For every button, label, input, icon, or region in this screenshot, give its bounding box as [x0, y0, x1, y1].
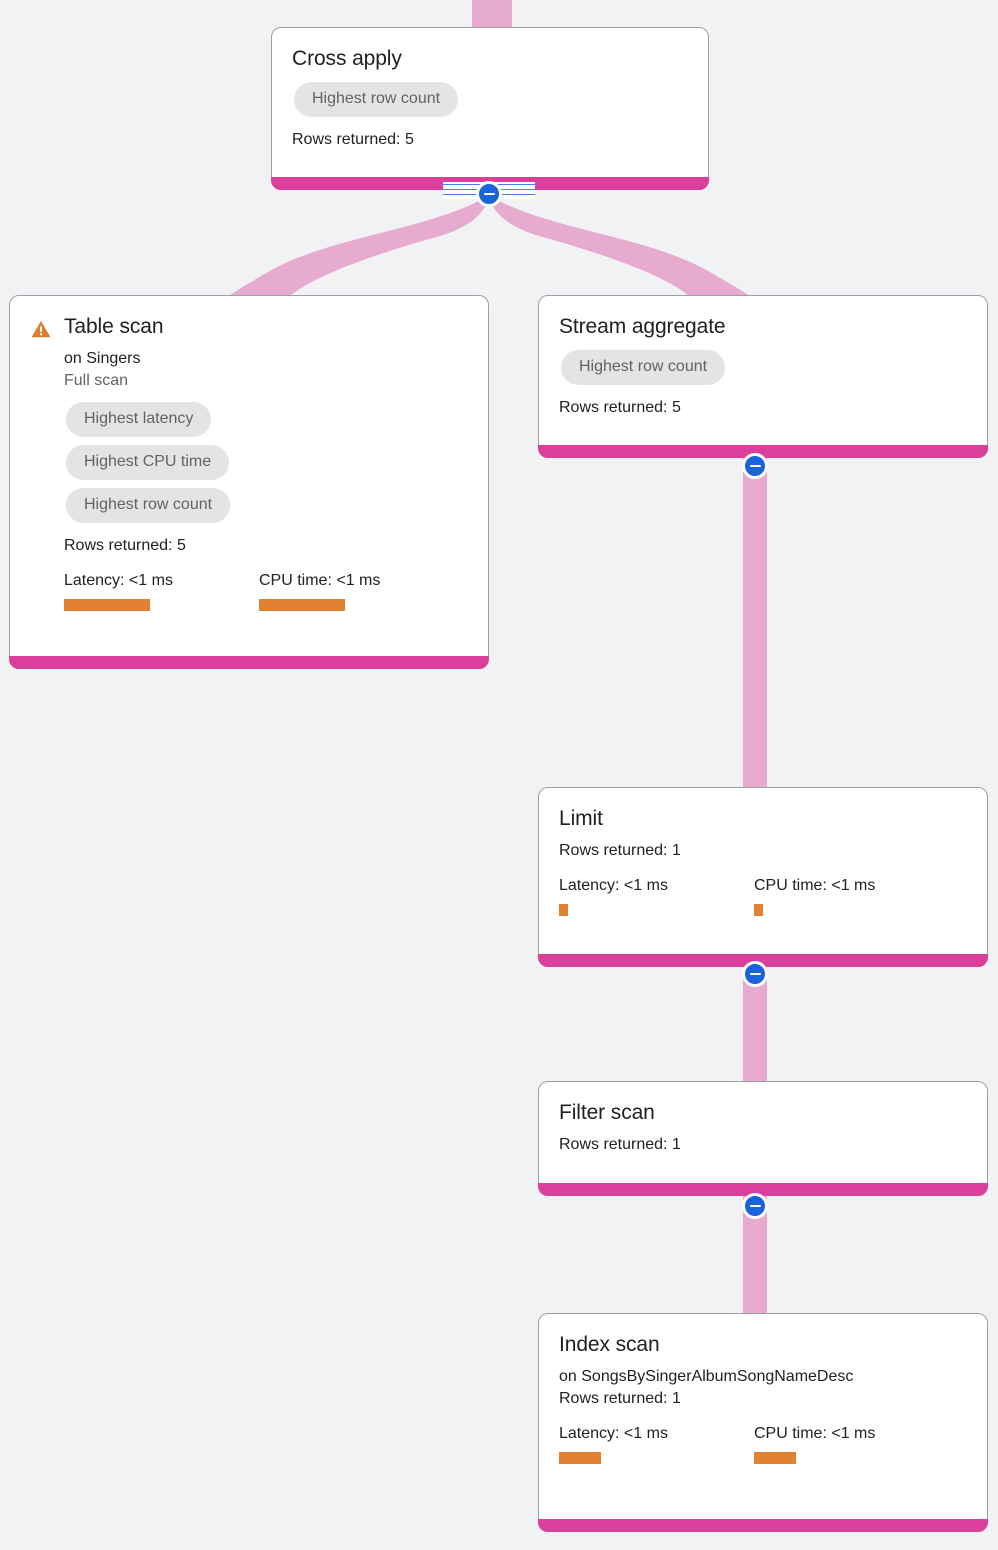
chip-highest-row-count[interactable]: Highest row count: [294, 82, 459, 117]
latency-bar: [559, 1452, 601, 1464]
cpu-label: CPU time: <1 ms: [754, 877, 876, 894]
node-title: Cross apply: [292, 47, 402, 70]
collapse-toggle-filter-scan[interactable]: [742, 1193, 768, 1219]
node-metrics: Latency: <1 ms CPU time: <1 ms: [64, 571, 468, 611]
chip-highest-row-count[interactable]: Highest row count: [561, 350, 726, 385]
node-index-scan[interactable]: Index scan on SongsBySingerAlbumSongName…: [538, 1313, 988, 1532]
node-chips: Highest latency Highest CPU time Highest…: [64, 398, 468, 527]
collapse-toggle-cross-apply[interactable]: [476, 181, 502, 207]
edge-stream-aggregate-to-limit: [743, 455, 767, 790]
chip-highest-cpu-time[interactable]: Highest CPU time: [66, 445, 230, 480]
latency-label: Latency: <1 ms: [559, 877, 668, 894]
node-header: Index scan: [559, 1332, 967, 1358]
node-header: Cross apply: [292, 46, 688, 72]
node-accent-bar: [538, 1519, 988, 1532]
node-scan-type: Full scan: [64, 372, 129, 389]
cpu-bar: [754, 904, 763, 916]
collapse-toggle-limit[interactable]: [742, 961, 768, 987]
collapse-toggle-stream-aggregate[interactable]: [742, 453, 768, 479]
node-title: Limit: [559, 807, 603, 830]
rows-returned: Rows returned: 5: [292, 131, 414, 148]
rows-returned: Rows returned: 1: [559, 842, 681, 859]
node-accent-bar: [538, 954, 988, 967]
node-header: Table scan: [30, 314, 468, 340]
node-title: Filter scan: [559, 1101, 655, 1124]
node-filter-scan[interactable]: Filter scan Rows returned: 1: [538, 1081, 988, 1196]
node-target: on SongsBySingerAlbumSongNameDesc: [559, 1368, 854, 1385]
node-accent-bar: [9, 656, 489, 669]
cpu-metric: CPU time: <1 ms: [754, 876, 875, 916]
latency-label: Latency: <1 ms: [64, 572, 173, 589]
node-limit[interactable]: Limit Rows returned: 1 Latency: <1 ms CP…: [538, 787, 988, 967]
cpu-bar: [259, 599, 345, 611]
chip-highest-latency[interactable]: Highest latency: [66, 402, 212, 437]
node-cross-apply[interactable]: Cross apply Highest row count Rows retur…: [271, 27, 709, 190]
node-header: Filter scan: [559, 1100, 967, 1126]
rows-returned: Rows returned: 1: [559, 1136, 681, 1153]
node-table-scan[interactable]: Table scan on Singers Full scan Highest …: [9, 295, 489, 669]
latency-metric: Latency: <1 ms: [559, 876, 754, 916]
node-title: Stream aggregate: [559, 315, 726, 338]
latency-bar: [559, 904, 568, 916]
node-target: on Singers: [64, 350, 141, 367]
latency-metric: Latency: <1 ms: [559, 1424, 754, 1464]
node-metrics: Latency: <1 ms CPU time: <1 ms: [559, 1424, 967, 1464]
rows-returned: Rows returned: 5: [559, 399, 681, 416]
cpu-metric: CPU time: <1 ms: [754, 1424, 875, 1464]
node-stream-aggregate[interactable]: Stream aggregate Highest row count Rows …: [538, 295, 988, 458]
cpu-label: CPU time: <1 ms: [754, 1425, 876, 1442]
node-chips: Highest row count: [559, 346, 967, 389]
edge-into-cross-apply: [472, 0, 512, 30]
node-title: Table scan: [64, 315, 164, 338]
node-title: Index scan: [559, 1333, 660, 1356]
node-header: Stream aggregate: [559, 314, 967, 340]
node-metrics: Latency: <1 ms CPU time: <1 ms: [559, 876, 967, 916]
warning-triangle-icon: [31, 320, 51, 338]
latency-bar: [64, 599, 150, 611]
chip-highest-row-count[interactable]: Highest row count: [66, 488, 231, 523]
cpu-bar: [754, 1452, 796, 1464]
edge-cross-apply-to-stream-aggregate: [490, 196, 757, 302]
cpu-label: CPU time: <1 ms: [259, 572, 381, 589]
cpu-metric: CPU time: <1 ms: [259, 571, 380, 611]
rows-returned: Rows returned: 5: [64, 537, 186, 554]
node-header: Limit: [559, 806, 967, 832]
node-accent-bar: [538, 1183, 988, 1196]
edge-cross-apply-to-table-scan: [222, 196, 488, 302]
node-accent-bar: [538, 445, 988, 458]
latency-metric: Latency: <1 ms: [64, 571, 259, 611]
rows-returned: Rows returned: 1: [559, 1390, 681, 1407]
latency-label: Latency: <1 ms: [559, 1425, 668, 1442]
node-chips: Highest row count: [292, 78, 688, 121]
